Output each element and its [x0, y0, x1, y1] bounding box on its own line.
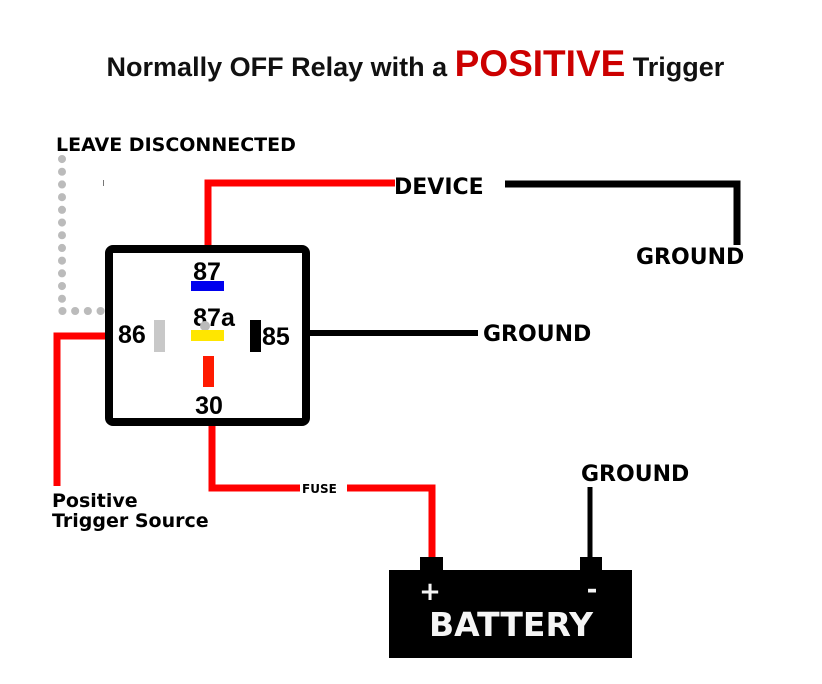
- battery-positive-sign: +: [419, 577, 441, 607]
- battery-body: [389, 570, 632, 658]
- pin-85-label: 85: [262, 323, 290, 351]
- wire-30-to-fuse: [208, 423, 300, 492]
- pin-85-indicator: [250, 320, 261, 352]
- stray-mark: [103, 180, 104, 186]
- diagram-title: Normally OFF Relay with a POSITIVE Trigg…: [84, 43, 737, 84]
- pin-86-label: 86: [118, 321, 146, 349]
- title-prefix: Normally OFF Relay with a: [107, 52, 455, 82]
- battery-negative-sign: -: [587, 575, 598, 605]
- pin-30-label: 30: [195, 392, 223, 420]
- disconnected-wire-end: [200, 321, 210, 331]
- trigger-label-line2: Trigger Source: [52, 510, 209, 532]
- device-ground-label: GROUND: [636, 245, 744, 270]
- pin-30-indicator: [203, 356, 214, 387]
- title-emphasis: POSITIVE: [455, 43, 626, 84]
- leave-disconnected-label: LEAVE DISCONNECTED: [56, 134, 296, 156]
- pin-87a-indicator: [191, 330, 224, 341]
- pin-86-indicator: [154, 320, 165, 352]
- battery-label: BATTERY: [429, 605, 594, 644]
- ground-85-label: GROUND: [483, 322, 591, 347]
- pin-87a-label: 87a: [193, 304, 236, 332]
- wire-fuse-to-battery: [347, 484, 436, 560]
- battery-ground-label: GROUND: [581, 462, 689, 487]
- wire-device-to-ground: [505, 180, 741, 245]
- wire-86-trigger: [53, 332, 108, 486]
- wire-87-to-device: [204, 179, 395, 249]
- device-label: DEVICE: [394, 175, 484, 200]
- title-suffix: Trigger: [625, 52, 725, 82]
- fuse-label: FUSE: [302, 482, 337, 496]
- battery-negative-terminal: [580, 557, 602, 571]
- trigger-label-line1: Positive: [52, 490, 138, 512]
- pin-87-indicator: [191, 281, 224, 291]
- battery-positive-terminal: [420, 557, 443, 571]
